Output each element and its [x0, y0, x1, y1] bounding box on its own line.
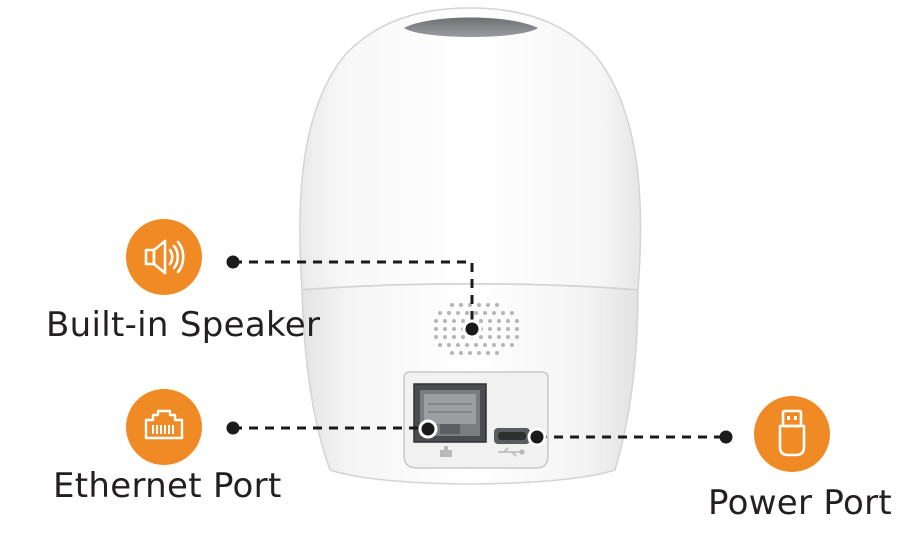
- camera-lens-top: [404, 17, 538, 37]
- speaker-grille-hole: [506, 319, 510, 323]
- camera-head: [299, 7, 642, 291]
- speaker-grille-hole: [488, 335, 492, 339]
- speaker-grille-hole: [474, 343, 478, 347]
- speaker-grille-hole: [510, 311, 514, 315]
- speaker-grille-hole: [452, 319, 456, 323]
- speaker-grille-hole: [434, 327, 438, 331]
- speaker-grille-hole: [459, 303, 463, 307]
- usb-glyph: [498, 447, 525, 457]
- port-panel: [403, 371, 549, 469]
- speaker-grille-hole: [483, 311, 487, 315]
- speaker-grille-hole: [468, 351, 472, 355]
- speaker-grille-hole: [434, 335, 438, 339]
- speaker-grille-hole: [497, 319, 501, 323]
- speaker-grille-hole: [447, 311, 451, 315]
- speaker-icon: [125, 218, 203, 296]
- speaker-grille-hole: [515, 335, 519, 339]
- speaker-grille-hole: [483, 343, 487, 347]
- speaker-grille-hole: [447, 343, 451, 347]
- speaker-grille-hole: [452, 335, 456, 339]
- speaker-grille-hole: [438, 311, 442, 315]
- speaker-grille-hole: [443, 335, 447, 339]
- power-line-end-dot: [719, 430, 733, 444]
- speaker-grille-hole: [492, 343, 496, 347]
- speaker-grille-hole: [488, 319, 492, 323]
- speaker-grille-hole: [450, 351, 454, 355]
- speaker-grille-hole: [461, 335, 465, 339]
- speaker-grille-hole: [438, 343, 442, 347]
- speaker-grille-hole: [443, 319, 447, 323]
- speaker-grille-hole: [495, 303, 499, 307]
- ethernet-port-icon: [125, 388, 203, 466]
- speaker-grille-hole: [461, 319, 465, 323]
- ethernet-line-end-dot: [226, 421, 240, 435]
- speaker-grille-hole: [474, 311, 478, 315]
- speaker-grille-hole: [465, 343, 469, 347]
- power-port-label: Power Port: [708, 483, 893, 523]
- speaker-grille-hole: [456, 343, 460, 347]
- speaker-grille-hole: [486, 351, 490, 355]
- speaker-grille-hole: [506, 335, 510, 339]
- power-target-dot: [527, 427, 547, 447]
- built-in-speaker-label: Built-in Speaker: [46, 305, 321, 345]
- speaker-grille-hole: [443, 327, 447, 331]
- ethernet-target-dot: [418, 419, 438, 439]
- speaker-grille-hole: [459, 351, 463, 355]
- speaker-grille-hole: [434, 319, 438, 323]
- speaker-grille-hole: [515, 319, 519, 323]
- speaker-grille-hole: [479, 335, 483, 339]
- speaker-grille-hole: [492, 311, 496, 315]
- speaker-grille-hole: [501, 311, 505, 315]
- speaker-line-end-dot: [226, 255, 240, 269]
- speaker-grille-hole: [477, 303, 481, 307]
- speaker-grille-hole: [450, 303, 454, 307]
- callout-target-rings: [418, 319, 547, 447]
- speaker-grille-hole: [495, 351, 499, 355]
- ethernet-glyph: [440, 446, 452, 457]
- speaker-grille-hole: [501, 343, 505, 347]
- usb-plug-icon: [753, 395, 831, 473]
- speaker-grille-hole: [456, 311, 460, 315]
- speaker-grille-hole: [477, 351, 481, 355]
- speaker-grille-hole: [510, 343, 514, 347]
- speaker-grille-hole: [515, 327, 519, 331]
- micro-usb-jack: [494, 428, 530, 444]
- speaker-grille-hole: [506, 327, 510, 331]
- speaker-grille-hole: [479, 319, 483, 323]
- callout-lines: [233, 260, 726, 439]
- speaker-grille-hole: [497, 335, 501, 339]
- callout-dots: [226, 255, 733, 444]
- speaker-target-dot: [462, 319, 482, 339]
- speaker-grille-hole: [488, 327, 492, 331]
- ethernet-port-label: Ethernet Port: [53, 466, 282, 506]
- speaker-grille-hole: [497, 327, 501, 331]
- speaker-grille-hole: [465, 311, 469, 315]
- speaker-grille-hole: [486, 303, 490, 307]
- speaker-grille-hole: [452, 327, 456, 331]
